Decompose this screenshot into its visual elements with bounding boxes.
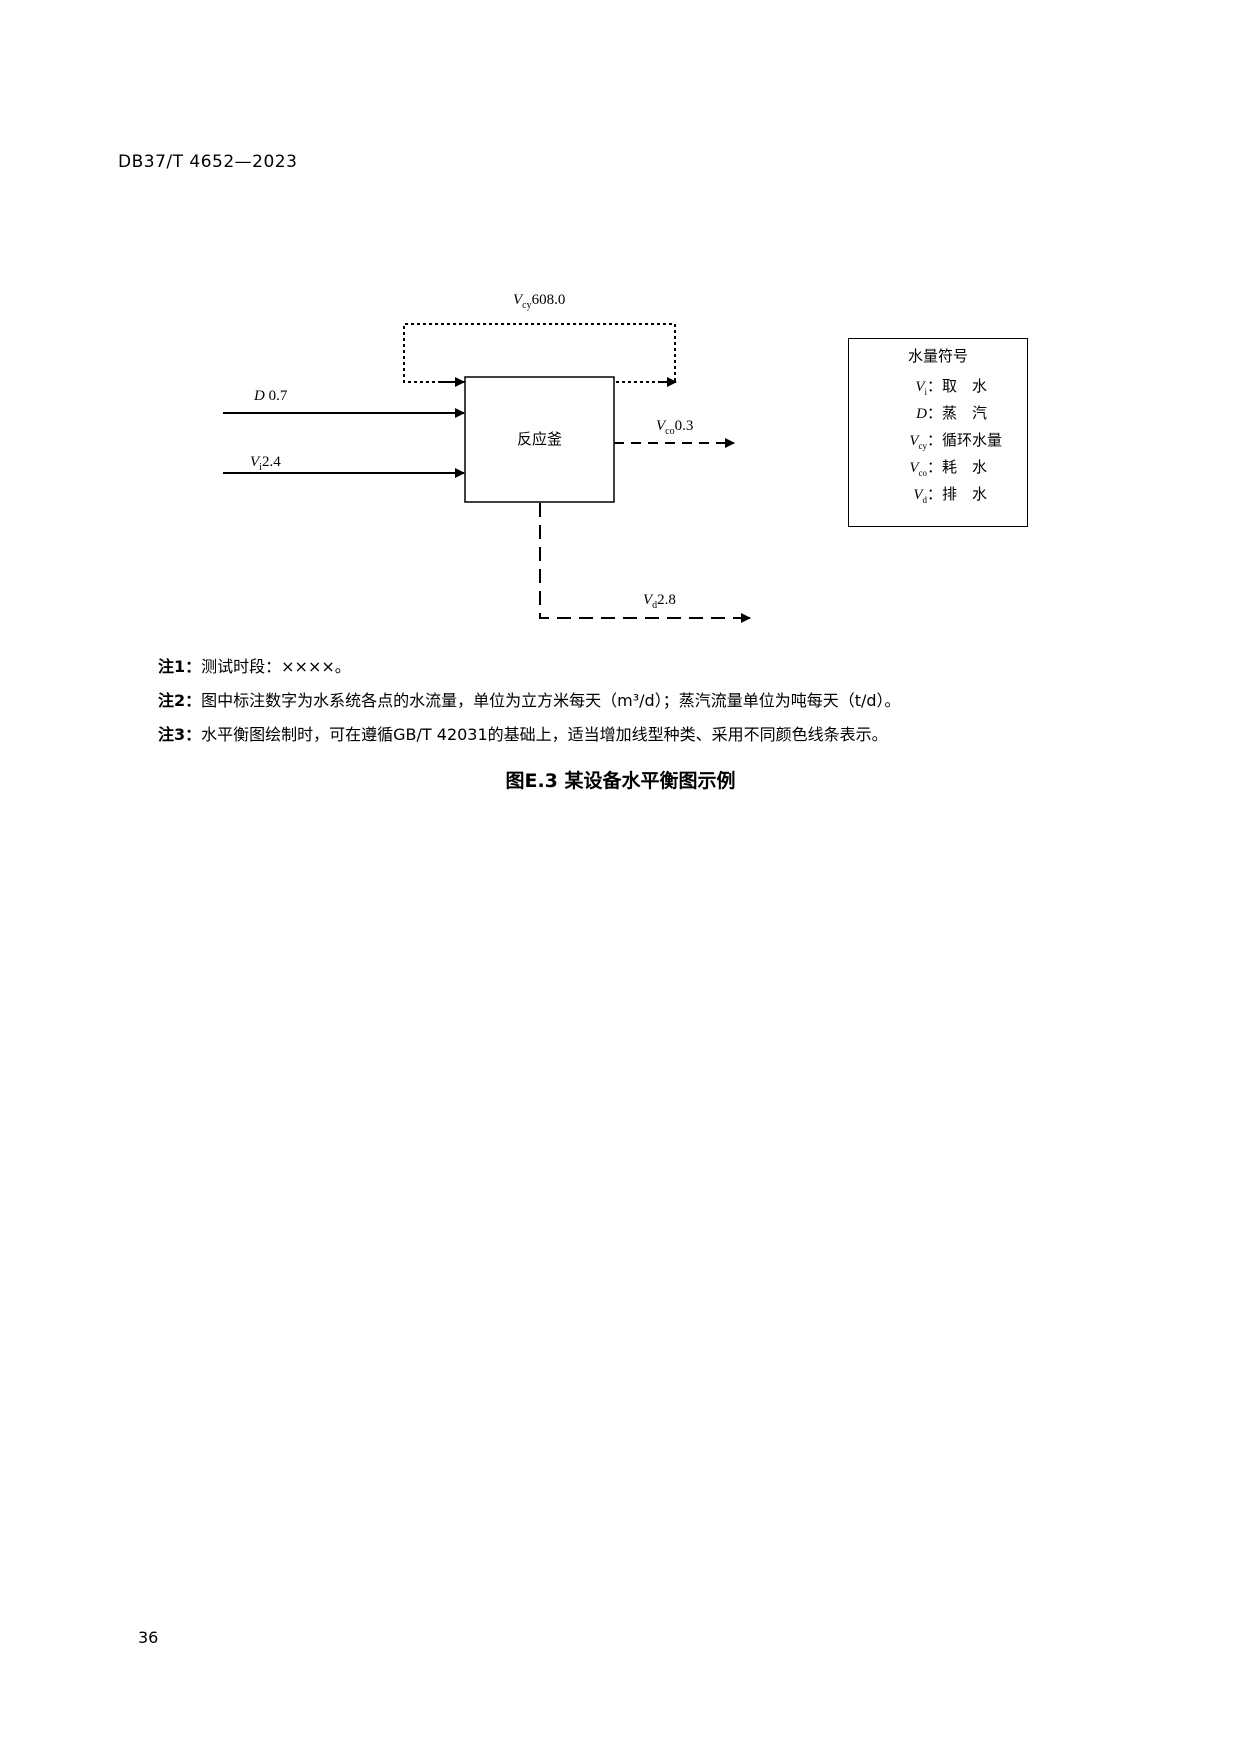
steam-flow-label: D 0.7 <box>254 388 287 405</box>
symbol-legend: 水量符号 Vi：取 水 D：蒸 汽 Vcy：循环水量 Vco：耗 水 Vd：排 … <box>848 338 1028 527</box>
legend-title: 水量符号 <box>907 347 968 365</box>
note-tag: 注3： <box>158 725 202 744</box>
intake-flow-label: Vi2.4 <box>250 454 281 473</box>
reactor-box <box>464 376 615 503</box>
legend-item: Vco：耗 水 <box>849 456 1027 478</box>
symbol: V <box>656 418 666 434</box>
note-text: 水平衡图绘制时，可在遵循GB/T 42031的基础上，适当增加线型种类、采用不同… <box>201 725 888 744</box>
value: 2.8 <box>657 592 676 608</box>
legend-item: D：蒸 汽 <box>849 402 1027 424</box>
recycle-flow-label: Vcy608.0 <box>513 292 565 311</box>
subscript: d <box>922 495 928 505</box>
page-number: 36 <box>138 1628 159 1647</box>
legend-item: Vi：取 水 <box>849 375 1027 397</box>
symbol: V <box>915 379 925 395</box>
symbol: V <box>643 592 653 608</box>
legend-label: ：循环水量 <box>927 431 1003 449</box>
symbol: D <box>916 406 927 422</box>
recycle-loop-line <box>403 323 676 383</box>
subscript: cy <box>522 300 532 311</box>
note-tag: 注2： <box>158 691 202 710</box>
note-text: 测试时段：××××。 <box>201 657 351 676</box>
figure-caption: 图E.3 某设备水平衡图示例 <box>505 770 736 792</box>
note-3: 注3：水平衡图绘制时，可在遵循GB/T 42031的基础上，适当增加线型种类、采… <box>158 721 888 745</box>
value: 608.0 <box>531 292 566 308</box>
legend-item: Vcy：循环水量 <box>849 429 1027 451</box>
value: 0.7 <box>268 388 288 404</box>
subscript: cy <box>918 441 928 451</box>
legend-label: ：排 水 <box>927 485 988 503</box>
note-1: 注1：测试时段：××××。 <box>158 653 351 677</box>
subscript: i <box>924 387 927 397</box>
note-tag: 注1： <box>158 657 202 676</box>
value: 2.4 <box>261 454 281 470</box>
subscript: co <box>665 426 675 437</box>
note-text: 图中标注数字为水系统各点的水流量，单位为立方米每天（m³/d）；蒸汽流量单位为吨… <box>201 691 901 710</box>
symbol: D <box>254 388 265 404</box>
legend-label: ：取 水 <box>927 377 988 395</box>
note-2: 注2：图中标注数字为水系统各点的水流量，单位为立方米每天（m³/d）；蒸汽流量单… <box>158 687 901 711</box>
legend-item: Vd：排 水 <box>849 483 1027 505</box>
value: 0.3 <box>674 418 694 434</box>
subscript: co <box>918 468 928 478</box>
symbol: V <box>909 433 919 449</box>
reactor-label: 反应釜 <box>517 430 563 448</box>
symbol: V <box>909 460 919 476</box>
subscript: d <box>652 600 658 611</box>
legend-label: ：耗 水 <box>927 458 988 476</box>
drain-flow-label: Vd2.8 <box>643 592 676 611</box>
document-code-header: DB37/T 4652—2023 <box>118 152 298 172</box>
drain-line <box>539 503 748 619</box>
symbol: V <box>513 292 523 308</box>
subscript: i <box>259 462 262 473</box>
symbol: V <box>250 454 260 470</box>
legend-label: ：蒸 汽 <box>927 404 988 422</box>
consumption-flow-label: Vco0.3 <box>656 418 693 437</box>
symbol: V <box>913 487 923 503</box>
